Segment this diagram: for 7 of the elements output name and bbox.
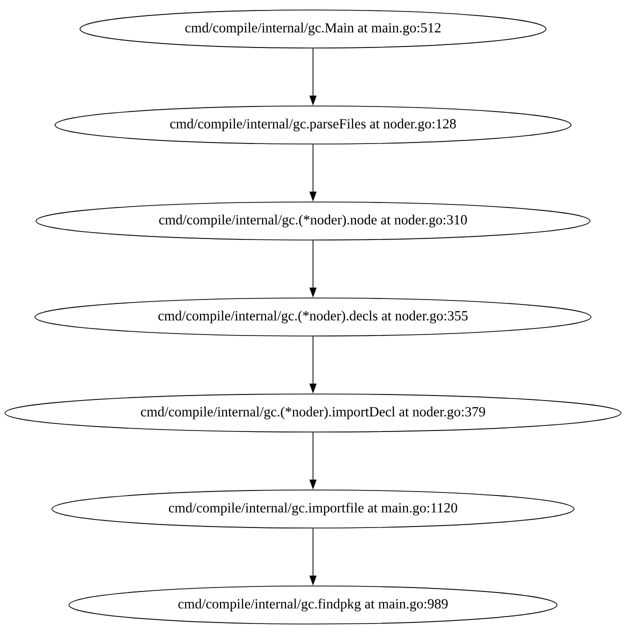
ellipse-node: cmd/compile/internal/gc.(*noder).decls at noder.go:355 [34,298,592,336]
ellipse-node: cmd/compile/internal/gc.importfile at main.go:1120 [52,490,574,528]
ellipse-node: cmd/compile/internal/gc.parseFiles at noder.go:128 [54,106,572,144]
ellipse-node: cmd/compile/internal/gc.(*noder).importDecl at noder.go:379 [4,394,622,432]
ellipse-node: cmd/compile/internal/gc.findpkg at main.go:989 [68,586,558,624]
ellipse-node: cmd/compile/internal/gc.(*noder).node at noder.go:310 [36,202,590,240]
ellipse-node: cmd/compile/internal/gc.Main at main.go:512 [80,10,546,48]
